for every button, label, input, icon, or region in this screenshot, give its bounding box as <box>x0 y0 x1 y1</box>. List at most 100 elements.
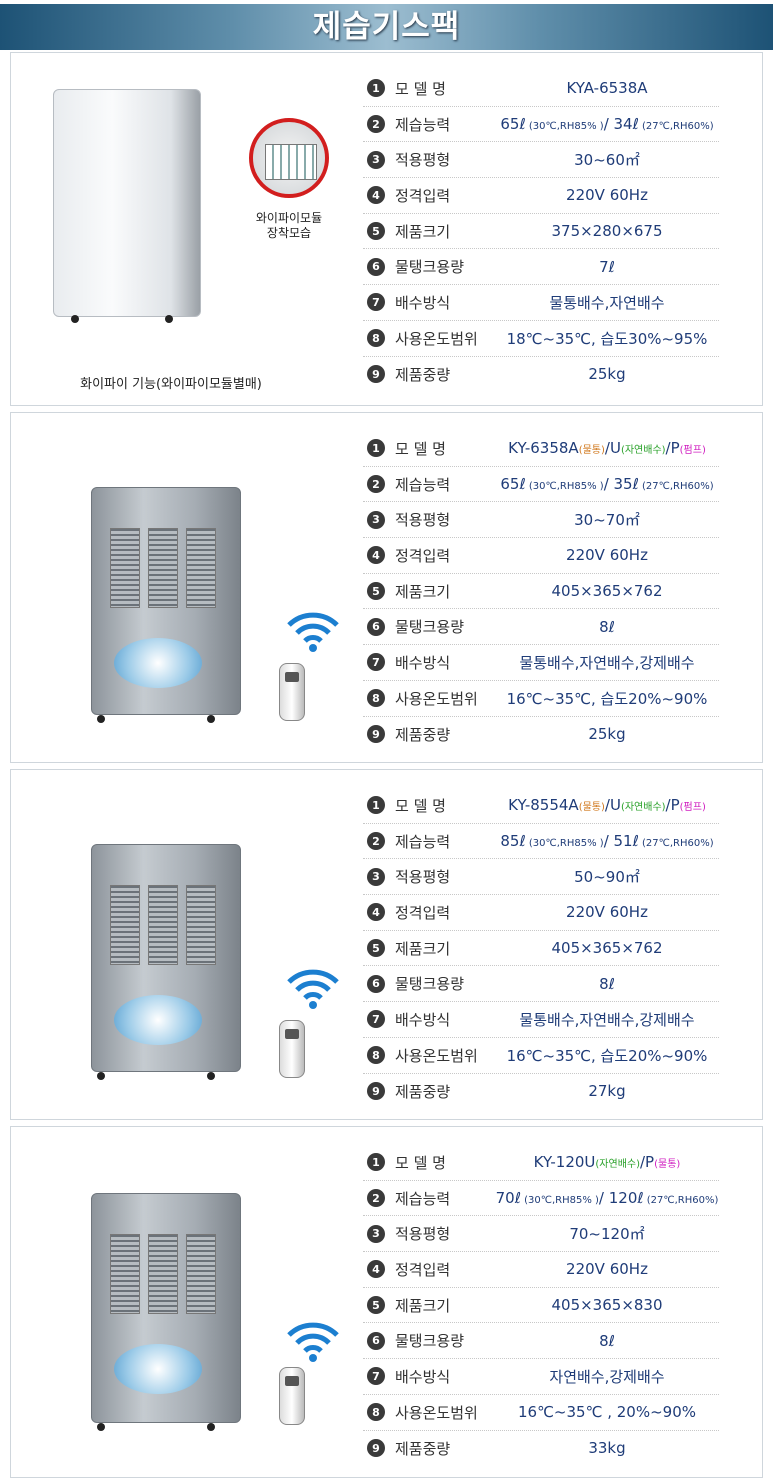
spec-label: 모 델 명 <box>395 796 446 815</box>
spec-value-part: KY-120U <box>533 1153 596 1172</box>
spec-value: 33kg <box>495 1439 719 1457</box>
spec-label: 제품크기 <box>395 1296 451 1315</box>
product-section: 와이파이모듈 장착모습 화이파이 기능(와이파이모듈별매) 1 모 델 명 KY… <box>10 52 763 406</box>
spec-row: 8 사용온도범위 16℃~35℃ , 20%~90% <box>363 1395 719 1431</box>
spec-row: 6 물탱크용량 8ℓ <box>363 1323 719 1360</box>
spec-label: 사용온도범위 <box>395 1046 478 1065</box>
spec-value-part: 50~90㎡ <box>574 868 640 887</box>
spec-value-part: 8ℓ <box>599 617 615 636</box>
spec-row: 3 적용평형 70~120㎡ <box>363 1216 719 1253</box>
number-badge: 4 <box>367 546 385 565</box>
number-badge: 8 <box>367 689 385 708</box>
spec-value: 220V 60Hz <box>495 546 719 564</box>
spec-row: 1 모 델 명 KY-8554A(물통)/U(자연배수)/P(펌프) <box>363 788 719 824</box>
spec-row: 7 배수방식 물통배수,자연배수,강제배수 <box>363 645 719 681</box>
spec-value-part: (물통) <box>578 445 605 457</box>
number-badge: 5 <box>367 222 385 241</box>
spec-value-part: 7ℓ <box>599 257 615 276</box>
spec-value: 30~70㎡ <box>495 509 719 530</box>
spec-row: 4 정격입력 220V 60Hz <box>363 538 719 574</box>
spec-value-part: 65ℓ <box>500 475 526 494</box>
spec-row: 3 적용평형 30~70㎡ <box>363 502 719 539</box>
spec-value: 25kg <box>495 365 719 383</box>
spec-value: 물통배수,자연배수 <box>495 292 719 313</box>
spec-row: 7 배수방식 물통배수,자연배수 <box>363 285 719 321</box>
spec-label: 제품크기 <box>395 939 451 958</box>
spec-label: 제품중량 <box>395 365 451 384</box>
spec-value-part: 27kg <box>588 1082 626 1101</box>
spec-value-part: KY-8554A <box>508 796 579 815</box>
spec-list: 1 모 델 명 KY-120U(자연배수)/P(물통) 2 제습능력 70ℓ (… <box>363 1145 719 1466</box>
spec-label: 적용평형 <box>395 151 451 170</box>
spec-value-part: 16℃~35℃ , 20%~90% <box>518 1403 696 1422</box>
spec-value-part: /P <box>665 796 680 815</box>
wifi-module-image <box>249 118 329 198</box>
number-badge: 2 <box>367 1189 385 1208</box>
spec-value: 27kg <box>495 1082 719 1100</box>
product-section: 1 모 델 명 KY-120U(자연배수)/P(물통) 2 제습능력 70ℓ (… <box>10 1126 763 1478</box>
number-badge: 7 <box>367 293 385 312</box>
dehumidifier-image <box>91 487 241 715</box>
spec-value: 405×365×762 <box>495 582 719 600</box>
spec-label: 모 델 명 <box>395 439 446 458</box>
wifi-module-caption: 와이파이모듈 장착모습 <box>255 211 323 240</box>
spec-label: 사용온도범위 <box>395 689 478 708</box>
spec-value-part: 33kg <box>588 1439 626 1458</box>
spec-value: 8ℓ <box>495 618 719 636</box>
spec-row: 1 모 델 명 KY-120U(자연배수)/P(물통) <box>363 1145 719 1181</box>
page-title: 제습기스팩 <box>312 9 461 45</box>
spec-label: 제품크기 <box>395 582 451 601</box>
spec-value-part: 70ℓ <box>495 1189 521 1208</box>
number-badge: 2 <box>367 832 385 851</box>
spec-value-part: 8ℓ <box>599 974 615 993</box>
spec-value-part: 30~70㎡ <box>574 511 640 530</box>
spec-value-part: (27℃,RH60%) <box>638 481 714 493</box>
number-badge: 5 <box>367 939 385 958</box>
spec-value: KY-6358A(물통)/U(자연배수)/P(펌프) <box>495 439 719 457</box>
number-badge: 2 <box>367 475 385 494</box>
number-badge: 3 <box>367 510 385 529</box>
spec-value-part: (30℃,RH85% ) <box>525 481 604 493</box>
wifi-icon <box>283 603 343 653</box>
spec-value-part: / 120ℓ <box>598 1189 644 1208</box>
number-badge: 9 <box>367 1439 385 1458</box>
spec-value: 70ℓ (30℃,RH85% )/ 120ℓ (27℃,RH60%) <box>495 1189 719 1207</box>
spec-value: 220V 60Hz <box>495 186 719 204</box>
spec-value-part: 405×365×762 <box>551 939 663 958</box>
number-badge: 5 <box>367 1296 385 1315</box>
spec-row: 9 제품중량 27kg <box>363 1074 719 1110</box>
spec-label: 적용평형 <box>395 868 451 887</box>
spec-value-part: 220V 60Hz <box>566 186 648 205</box>
number-badge: 4 <box>367 186 385 205</box>
spec-value-part: 물통배수,자연배수,강제배수 <box>519 1010 695 1029</box>
spec-value: 자연배수,강제배수 <box>495 1366 719 1387</box>
spec-label: 물탱크용량 <box>395 975 465 994</box>
spec-value: 85ℓ (30℃,RH85% )/ 51ℓ (27℃,RH60%) <box>495 832 719 850</box>
spec-value: 65ℓ (30℃,RH85% )/ 35ℓ (27℃,RH60%) <box>495 475 719 493</box>
spec-value: 50~90㎡ <box>495 866 719 887</box>
spec-row: 6 물탱크용량 7ℓ <box>363 249 719 286</box>
spec-value: 70~120㎡ <box>495 1223 719 1244</box>
spec-label: 제습능력 <box>395 1189 451 1208</box>
spec-label: 정격입력 <box>395 903 451 922</box>
spec-value-part: (물통) <box>654 1159 681 1171</box>
spec-label: 적용평형 <box>395 511 451 530</box>
spec-value: 220V 60Hz <box>495 1260 719 1278</box>
number-badge: 5 <box>367 582 385 601</box>
spec-value-part: (자연배수) <box>620 445 666 457</box>
remote-control-image <box>279 1020 305 1078</box>
spec-row: 7 배수방식 물통배수,자연배수,강제배수 <box>363 1002 719 1038</box>
spec-value: 405×365×762 <box>495 939 719 957</box>
number-badge: 6 <box>367 617 385 636</box>
spec-label: 모 델 명 <box>395 1153 446 1172</box>
spec-list: 1 모 델 명 KY-6358A(물통)/U(자연배수)/P(펌프) 2 제습능… <box>363 431 719 752</box>
spec-row: 9 제품중량 33kg <box>363 1431 719 1467</box>
spec-value-part: 405×365×762 <box>551 582 663 601</box>
product-section: 1 모 델 명 KY-8554A(물통)/U(자연배수)/P(펌프) 2 제습능… <box>10 769 763 1120</box>
spec-row: 2 제습능력 65ℓ (30℃,RH85% )/ 34ℓ (27℃,RH60%) <box>363 107 719 143</box>
number-badge: 1 <box>367 79 385 98</box>
spec-value-part: (물통) <box>578 802 605 814</box>
spec-row: 3 적용평형 30~60㎡ <box>363 142 719 179</box>
spec-row: 8 사용온도범위 16℃~35℃, 습도20%~90% <box>363 681 719 717</box>
spec-list: 1 모 델 명 KYA-6538A 2 제습능력 65ℓ (30℃,RH85% … <box>363 71 719 392</box>
